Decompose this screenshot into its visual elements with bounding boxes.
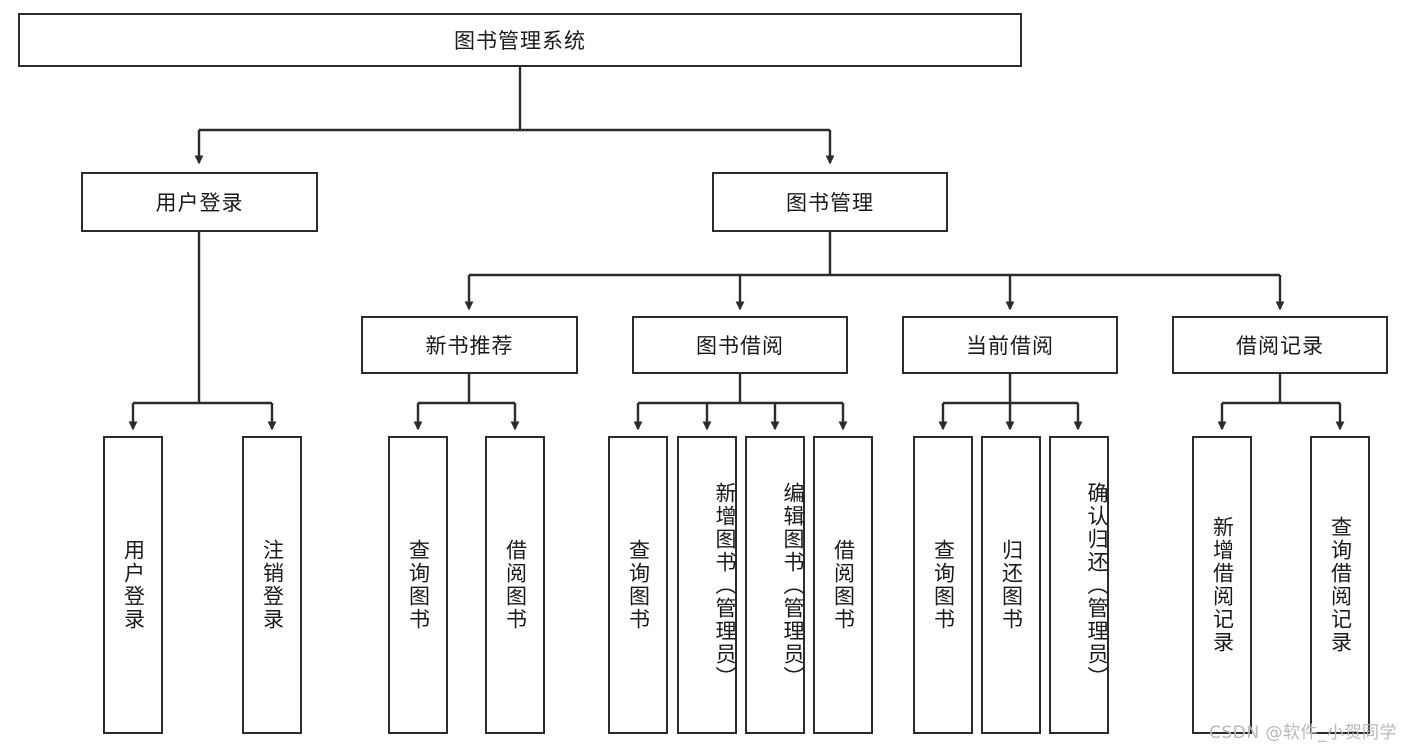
leaf-query-book-current[interactable]: 查询图书 — [913, 436, 973, 734]
node-label: 新书推荐 — [425, 334, 514, 358]
node-label: 新增借阅记录 — [1210, 516, 1235, 654]
leaf-borrow-book-recommend[interactable]: 借阅图书 — [485, 436, 545, 734]
leaf-add-borrow-record[interactable]: 新增借阅记录 — [1192, 436, 1252, 734]
leaf-edit-book-admin[interactable]: 编辑图书（管理员） — [745, 436, 805, 734]
node-current-borrow[interactable]: 当前借阅 — [902, 316, 1118, 374]
leaf-query-borrow-record[interactable]: 查询借阅记录 — [1310, 436, 1370, 734]
csdn-watermark: CSDN @软件_小贺同学 — [1209, 723, 1397, 743]
node-label: 查询图书 — [406, 539, 431, 631]
node-label: 借阅记录 — [1236, 334, 1324, 358]
node-label: 新增图书（管理员） — [713, 481, 737, 689]
node-label: 归还图书 — [999, 539, 1024, 631]
node-borrow-record[interactable]: 借阅记录 — [1172, 316, 1388, 374]
leaf-query-book-recommend[interactable]: 查询图书 — [388, 436, 448, 734]
node-label: 确认归还（管理员） — [1085, 481, 1109, 689]
node-label: 用户登录 — [121, 539, 146, 631]
leaf-user-login[interactable]: 用户登录 — [103, 436, 163, 734]
node-label: 图书借阅 — [696, 334, 784, 358]
node-book-borrow[interactable]: 图书借阅 — [632, 316, 848, 374]
node-new-book-recommend[interactable]: 新书推荐 — [361, 316, 578, 374]
node-book-management[interactable]: 图书管理 — [712, 172, 948, 232]
node-root-book-management-system[interactable]: 图书管理系统 — [18, 13, 1022, 67]
node-user-login[interactable]: 用户登录 — [81, 172, 318, 232]
leaf-confirm-return-admin[interactable]: 确认归还（管理员） — [1049, 436, 1109, 734]
leaf-borrow-book[interactable]: 借阅图书 — [813, 436, 873, 734]
node-label: 查询图书 — [931, 539, 956, 631]
node-label: 图书管理系统 — [454, 29, 586, 53]
node-label: 查询借阅记录 — [1328, 516, 1353, 654]
node-label: 借阅图书 — [831, 539, 856, 631]
node-label: 注销登录 — [260, 539, 285, 631]
node-label: 用户登录 — [155, 191, 244, 215]
node-label: 查询图书 — [626, 539, 651, 631]
node-label: 图书管理 — [786, 191, 874, 215]
leaf-logout[interactable]: 注销登录 — [242, 436, 302, 734]
node-label: 当前借阅 — [966, 334, 1054, 358]
leaf-add-book-admin[interactable]: 新增图书（管理员） — [677, 436, 737, 734]
leaf-query-book-borrow[interactable]: 查询图书 — [608, 436, 668, 734]
node-label: 借阅图书 — [503, 539, 528, 631]
node-label: 编辑图书（管理员） — [781, 481, 805, 689]
leaf-return-book[interactable]: 归还图书 — [981, 436, 1041, 734]
